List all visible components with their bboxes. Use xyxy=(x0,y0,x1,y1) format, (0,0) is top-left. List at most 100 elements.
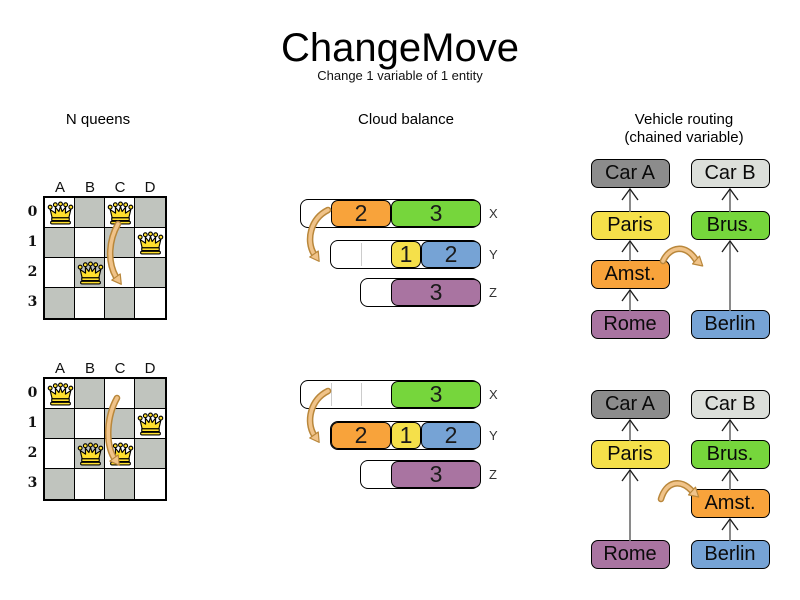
vehicle-node: Brus. xyxy=(690,211,770,240)
cloud-block: 2 xyxy=(331,422,391,449)
vehicle-node-label: Amst. xyxy=(704,492,756,514)
board-cell xyxy=(45,469,75,499)
board-row-label: 2 xyxy=(27,445,38,461)
queen xyxy=(107,201,134,226)
board-cell xyxy=(135,258,165,288)
vehicle-node-label: Car B xyxy=(704,393,756,415)
cloud-block-value: 3 xyxy=(429,381,443,407)
cloud-block: 1 xyxy=(391,422,421,449)
queen xyxy=(107,442,134,467)
board-cell xyxy=(105,288,135,318)
vehicle-node-label: Car A xyxy=(604,162,656,184)
board-cell xyxy=(75,409,105,439)
cloud-block-value: 2 xyxy=(444,241,458,267)
board-cell xyxy=(105,409,135,439)
board-cell xyxy=(45,258,75,288)
board-cell xyxy=(75,469,105,499)
vehicle-node-label: Rome xyxy=(603,543,657,565)
vehicle-node-label: Paris xyxy=(607,443,653,465)
chain-connector-arrowhead xyxy=(621,187,639,201)
queen-icon xyxy=(107,201,133,224)
board-col-label: A xyxy=(54,179,65,196)
vehicle-node-label: Amst. xyxy=(604,263,656,285)
vehicle-node: Berlin xyxy=(690,540,770,569)
board-row-label: 0 xyxy=(27,204,38,220)
vehicle-heading: Vehicle routing xyxy=(634,111,734,128)
nqueens-heading: N queens xyxy=(65,111,131,128)
queen-icon xyxy=(137,412,163,435)
vehicle-node: Brus. xyxy=(690,440,770,469)
chain-connector-arrowhead xyxy=(721,187,739,201)
queen xyxy=(137,231,164,256)
queen xyxy=(77,261,104,286)
vehicle-node: Rome xyxy=(590,540,670,569)
cloud-row-label: Y xyxy=(489,247,498,262)
queen xyxy=(77,442,104,467)
queen-icon xyxy=(47,382,73,405)
board-col-label: C xyxy=(114,360,126,377)
cloud-block-value: 1 xyxy=(399,422,413,448)
move-arrow xyxy=(659,245,700,265)
board-row-label: 3 xyxy=(27,294,38,310)
board-cell xyxy=(135,469,165,499)
cloud-row: 3 xyxy=(300,380,481,409)
vehicle-node-label: Rome xyxy=(603,313,657,335)
board-cell xyxy=(75,228,105,258)
board-row-label: 1 xyxy=(27,415,38,431)
board-row-label: 1 xyxy=(27,234,38,250)
vehicle-node-label: Brus. xyxy=(706,443,754,465)
move-arrow xyxy=(657,480,696,503)
chain-connector-arrowhead xyxy=(621,418,639,432)
vehicle-node: Car B xyxy=(690,159,770,188)
chain-connector-arrowhead xyxy=(721,418,739,432)
board-row-label: 0 xyxy=(27,385,38,401)
cloud-row-label: X xyxy=(489,206,498,221)
cloud-block: 2 xyxy=(331,200,391,227)
cloud-row-label: Z xyxy=(489,467,497,482)
board-cell xyxy=(135,288,165,318)
board-cell xyxy=(75,379,105,409)
cloud-block-value: 3 xyxy=(429,200,443,226)
board-cell xyxy=(45,439,75,469)
cloud-row-label: Z xyxy=(489,285,497,300)
board-cell xyxy=(105,379,135,409)
vehicle-node-label: Car A xyxy=(604,393,656,415)
vehicle-node-label: Paris xyxy=(607,214,653,236)
board-col-label: B xyxy=(84,179,95,196)
cloud-block: 3 xyxy=(391,279,481,306)
board-cell xyxy=(105,258,135,288)
cloud-row: 3 xyxy=(360,278,481,307)
vehicle-node: Car B xyxy=(690,390,770,419)
vehicle-node: Rome xyxy=(590,310,670,339)
cloud-row: 3 xyxy=(360,460,481,489)
figure-title: ChangeMove xyxy=(281,26,519,70)
cloud-block: 3 xyxy=(391,200,481,227)
cloud-heading: Cloud balance xyxy=(358,111,454,128)
board-row-label: 2 xyxy=(27,264,38,280)
cloud-block-value: 3 xyxy=(429,461,443,487)
vehicle-node-label: Brus. xyxy=(706,214,754,236)
cloud-block: 2 xyxy=(421,241,481,268)
queen xyxy=(47,382,74,407)
board-col-label: C xyxy=(114,179,126,196)
queen-icon xyxy=(77,442,103,465)
chain-connector-arrowhead xyxy=(721,239,739,253)
queen xyxy=(47,201,74,226)
cloud-row-label: X xyxy=(489,387,498,402)
figure-subtitle: Change 1 variable of 1 entity xyxy=(317,68,483,83)
chain-connector-arrowhead xyxy=(621,468,639,482)
move-arrow-head xyxy=(309,250,320,262)
move-arrow-head xyxy=(309,431,320,443)
vehicle-node: Paris xyxy=(590,211,670,240)
move-arrow xyxy=(659,481,694,501)
cloud-block-value: 2 xyxy=(354,200,368,226)
vehicle-node: Paris xyxy=(590,440,670,469)
cloud-empty-divider xyxy=(360,243,362,266)
chain-connector-arrowhead xyxy=(621,239,639,253)
board-cell xyxy=(45,288,75,318)
board-cell xyxy=(135,379,165,409)
cloud-block-value: 2 xyxy=(354,422,368,448)
